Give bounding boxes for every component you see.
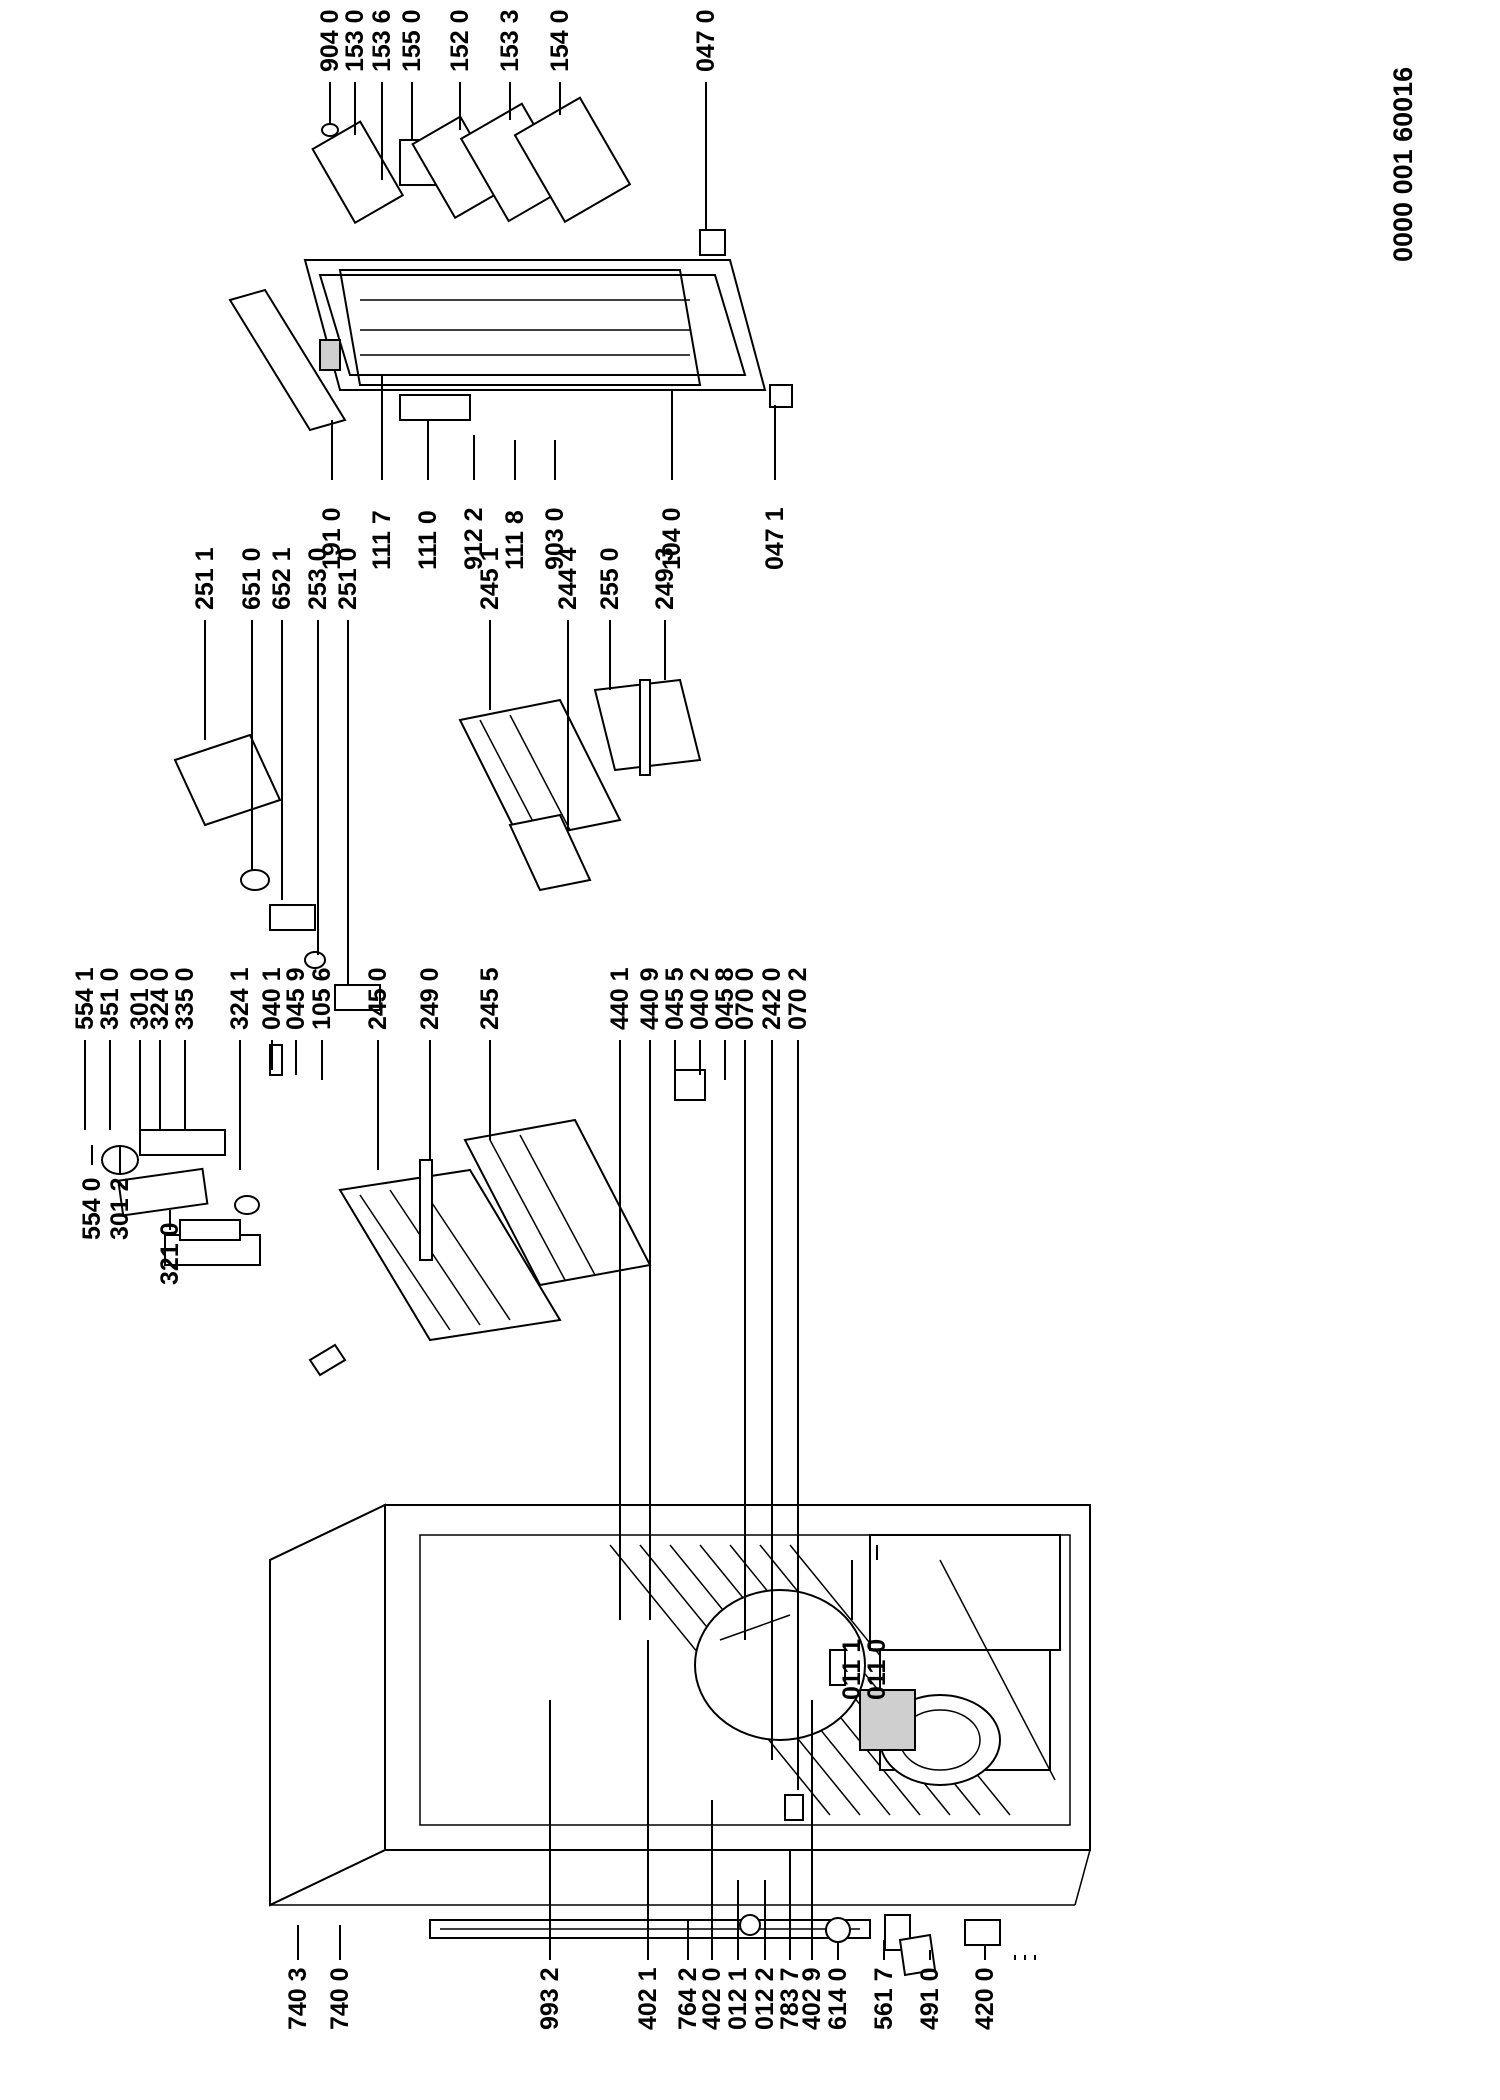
label-301-0: 301 0 <box>126 967 154 1030</box>
label-047-0: 047 0 <box>692 9 720 72</box>
label-153-0: 153 0 <box>341 9 369 72</box>
label-783-7: 783 7 <box>776 1967 804 2030</box>
bottom-small-parts <box>739 1914 1036 1977</box>
label-012-1: 012 1 <box>724 1967 752 2030</box>
label-651-0: 651 0 <box>238 547 266 610</box>
label-402-0: 402 0 <box>698 1967 726 2030</box>
label-420-0: 420 0 <box>971 1967 999 2030</box>
condenser <box>429 1919 871 1939</box>
label-253-0: 253 0 <box>304 547 332 610</box>
label-070-0: 070 0 <box>731 967 759 1030</box>
door <box>228 259 767 432</box>
parts-drawing <box>101 96 1091 1977</box>
label-324-1: 324 1 <box>226 967 254 1030</box>
label-351-0: 351 0 <box>96 967 124 1030</box>
label-012-2: 012 2 <box>751 1967 779 2030</box>
label-652-1: 652 1 <box>268 547 296 610</box>
label-040-1: 040 1 <box>258 967 286 1030</box>
leader-lines <box>84 82 986 1960</box>
label-104-0: 104 0 <box>658 507 686 570</box>
label-152-0: 152 0 <box>446 9 474 72</box>
compressor <box>694 1589 1001 1786</box>
label-045-9: 045 9 <box>282 967 310 1030</box>
label-402-1: 402 1 <box>634 1967 662 2030</box>
label-111-7: 111 7 <box>368 510 396 570</box>
label-335-0: 335 0 <box>171 967 199 1030</box>
label-011-1: 011 1 <box>838 1639 866 1700</box>
label-440-9: 440 9 <box>636 967 664 1030</box>
label-011-0: 011 0 <box>863 1639 891 1700</box>
label-045-8: 045 8 <box>711 967 739 1030</box>
label-244-4: 244 4 <box>554 547 582 610</box>
label-045-5: 045 5 <box>661 967 689 1030</box>
label-440-1: 440 1 <box>606 967 634 1030</box>
label-740-0: 740 0 <box>326 1967 354 2030</box>
label-155-0: 155 0 <box>398 9 426 72</box>
label-554-1: 554 1 <box>71 967 99 1030</box>
label-154-0: 154 0 <box>546 9 574 72</box>
label-402-9: 402 9 <box>798 1967 826 2030</box>
label-245-5: 245 5 <box>476 967 504 1030</box>
label-993-2: 993 2 <box>536 1967 564 2030</box>
label-251-0: 251 0 <box>334 547 362 610</box>
label-191-0: 191 0 <box>318 507 346 570</box>
label-249-3: 249 3 <box>651 547 679 610</box>
label-614-0: 614 0 <box>824 1967 852 2030</box>
label-245-0: 245 0 <box>364 967 392 1030</box>
label-764-2: 764 2 <box>674 1967 702 2030</box>
label-255-0: 255 0 <box>596 547 624 610</box>
label-561-7: 561 7 <box>870 1967 898 2030</box>
label-324-0: 324 0 <box>146 967 174 1030</box>
label-111-0: 111 0 <box>414 510 442 570</box>
control-panel <box>101 1129 347 1377</box>
label-740-3: 740 3 <box>284 1967 312 2030</box>
label-912-2: 912 2 <box>460 507 488 570</box>
document-number: 0000 001 60016 <box>1388 67 1418 262</box>
label-491-0: 491 0 <box>916 1967 944 2030</box>
label-301-2: 301 2 <box>106 1177 134 1240</box>
label-105-6: 105 6 <box>308 967 336 1030</box>
label-153-6: 153 6 <box>368 9 396 72</box>
label-251-1: 251 1 <box>191 547 219 610</box>
label-047-1: 047 1 <box>761 507 789 570</box>
label-321-0: 321 0 <box>156 1222 184 1285</box>
part-number-labels: 740 3 740 0 993 2 402 1 764 2 402 0 012 … <box>71 9 999 2030</box>
label-242-0: 242 0 <box>758 967 786 1030</box>
shelves-left <box>338 1118 652 1342</box>
label-903-0: 903 0 <box>541 507 569 570</box>
label-245-1: 245 1 <box>476 547 504 610</box>
door-balconies <box>311 96 632 225</box>
label-904-0: 904 0 <box>316 9 344 72</box>
label-249-0: 249 0 <box>416 967 444 1030</box>
label-153-3: 153 3 <box>496 9 524 72</box>
label-554-0: 554 0 <box>78 1177 106 1240</box>
label-040-2: 040 2 <box>686 967 714 1030</box>
label-070-2: 070 2 <box>784 967 812 1030</box>
middle-parts <box>173 678 702 1011</box>
label-111-8: 111 8 <box>501 510 529 570</box>
